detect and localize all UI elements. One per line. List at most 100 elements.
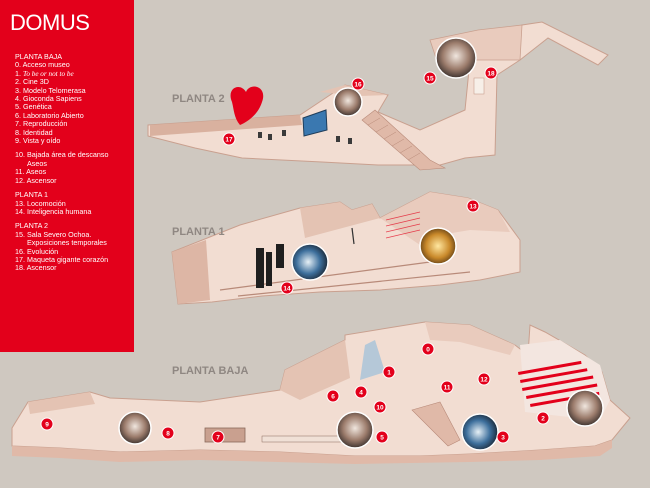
- legend-item: 14. Inteligencia humana: [15, 206, 133, 216]
- legend-item-number: 11.: [15, 167, 25, 177]
- map-marker[interactable]: 5: [375, 430, 389, 444]
- legend-heading-planta-baja: PLANTA BAJA: [15, 52, 63, 61]
- legend-item: 4. Gioconda Sapiens: [15, 94, 133, 104]
- map-marker-number: 5: [380, 434, 384, 441]
- legend-item-label: Vista y oído: [23, 136, 61, 146]
- legend-item-number: 2.: [15, 77, 21, 87]
- map-marker-dot: [466, 199, 480, 213]
- legend-item-label: Ascensor: [26, 263, 57, 273]
- legend-item: 6. Laboratorio Abierto: [15, 110, 133, 120]
- legend-item-label: To be or not to be: [23, 69, 74, 78]
- legend-item-label: Ascensor: [26, 175, 57, 185]
- legend-item: 8. Identidad: [15, 127, 133, 137]
- legend-item-number: 18.: [15, 263, 25, 273]
- map-marker-dot: [40, 417, 54, 431]
- map-marker[interactable]: 18: [484, 66, 498, 80]
- legend-item: 0. Acceso museo: [15, 61, 133, 69]
- legend-item-label: Cine 3D: [23, 77, 49, 87]
- legend-item: 5. Genética: [15, 103, 133, 111]
- map-marker-dot: [373, 400, 387, 414]
- legend-item: 13. Locomoción: [15, 198, 133, 208]
- map-marker[interactable]: 8: [161, 426, 175, 440]
- map-marker-number: 8: [166, 430, 170, 437]
- map-marker-dot: [326, 389, 340, 403]
- map-marker-dot: [421, 342, 435, 356]
- legend-item: 3. Modelo Telomerasa: [15, 85, 133, 95]
- giant-heart-icon: [230, 86, 264, 125]
- elevator-icon: [473, 77, 485, 95]
- legend-item-number: 4.: [15, 94, 21, 104]
- map-marker[interactable]: 9: [40, 417, 54, 431]
- legend-item-number: 8.: [15, 127, 21, 137]
- legend-item: 16. Evolución: [15, 246, 133, 256]
- map-marker-dot: [382, 365, 396, 379]
- legend-item: 17. Maqueta gigante corazón: [15, 254, 133, 264]
- map-marker-number: 0: [426, 346, 430, 353]
- map-marker[interactable]: 11: [440, 380, 454, 394]
- map-marker[interactable]: 10: [373, 400, 387, 414]
- map-marker-dot: [375, 430, 389, 444]
- legend-item-label: Modelo Telomerasa: [23, 85, 86, 95]
- legend-item-number: 6.: [15, 110, 21, 120]
- map-marker-number: 3: [501, 434, 505, 441]
- map-marker-dot: [440, 380, 454, 394]
- legend-item: 15. Sala Severo Ochoa.: [15, 229, 133, 239]
- map-marker-number: 18: [487, 70, 495, 77]
- map-marker[interactable]: 14: [280, 281, 294, 295]
- legend-item-label: Identidad: [23, 127, 53, 137]
- legend-item-number: 10.: [15, 150, 25, 160]
- floor-label-planta-baja: PLANTA BAJA: [172, 365, 248, 377]
- legend-item-number: 14.: [15, 206, 25, 216]
- legend-item-number: 13.: [15, 198, 25, 208]
- map-marker-dot: [477, 372, 491, 386]
- map-marker[interactable]: 2: [536, 411, 550, 425]
- floor-planta-1: PLANTA 1 13 14: [171, 191, 521, 305]
- legend-item-label: Bajada área de descanso: [27, 150, 109, 160]
- photo-inteligencia-humana: [291, 243, 329, 281]
- floor-planta-2: PLANTA 2 15 16 17 18: [147, 21, 609, 171]
- map-marker[interactable]: 15: [423, 71, 437, 85]
- map-marker[interactable]: 16: [351, 77, 365, 91]
- map-marker-number: 7: [216, 434, 220, 441]
- map-marker-dot: [536, 411, 550, 425]
- legend-item: 12. Ascensor: [15, 175, 133, 185]
- map-marker[interactable]: 12: [477, 372, 491, 386]
- map-marker[interactable]: 3: [496, 430, 510, 444]
- legend-item-number: 5.: [15, 102, 21, 112]
- map-marker-number: 9: [45, 421, 49, 428]
- legend-item-number: 15.: [15, 229, 25, 239]
- legend-item-label: Aseos: [26, 167, 47, 177]
- legend-item-number: 16.: [15, 246, 25, 256]
- legend-item-number: 3.: [15, 85, 21, 95]
- map-marker[interactable]: 7: [211, 430, 225, 444]
- map-marker-number: 15: [426, 75, 434, 82]
- legend-item-number: 9.: [15, 136, 21, 146]
- map-marker-number: 10: [376, 404, 384, 411]
- legend-item-label: Maqueta gigante corazón: [27, 254, 109, 264]
- map-marker-dot: [280, 281, 294, 295]
- map-marker[interactable]: 17: [222, 132, 236, 146]
- floor-label-planta-2: PLANTA 2: [172, 93, 225, 105]
- map-marker[interactable]: 13: [466, 199, 480, 213]
- legend-item-number: 17.: [15, 254, 25, 264]
- legend-item-label: Genética: [23, 102, 52, 112]
- legend-item: 7. Reproducción: [15, 120, 133, 128]
- map-marker-number: 17: [225, 136, 233, 143]
- map-marker-number: 11: [444, 384, 451, 391]
- museum-title: DOMUS: [10, 10, 90, 35]
- legend-item-label: Gioconda Sapiens: [23, 94, 82, 104]
- map-marker-number: 1: [387, 369, 391, 376]
- map-marker-dot: [496, 430, 510, 444]
- map-marker[interactable]: 6: [326, 389, 340, 403]
- map-marker[interactable]: 1: [382, 365, 396, 379]
- legend-item-number: 12.: [15, 175, 25, 185]
- map-marker-dot: [222, 132, 236, 146]
- photo-genetica: [336, 411, 374, 449]
- photo-sala-severo-ochoa: [435, 37, 477, 79]
- legend-item-label: Inteligencia humana: [27, 206, 92, 216]
- map-marker[interactable]: 0: [421, 342, 435, 356]
- floor-label-planta-1: PLANTA 1: [172, 226, 225, 238]
- map-marker[interactable]: 4: [354, 385, 368, 399]
